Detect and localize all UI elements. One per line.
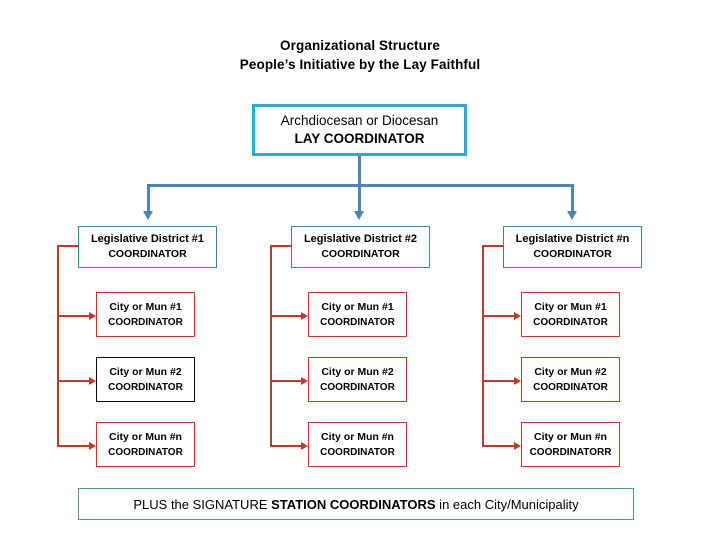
node-legislative-district-2[interactable]: Legislative District #2 COORDINATOR [291,226,430,268]
branch-line-city-1-district-1 [57,315,90,317]
branch-trunk-district-2 [270,245,272,447]
branch-trunk-district-1 [57,245,59,447]
district-n-line1: Legislative District #n [515,233,630,245]
branch-stub-district-1 [57,245,78,247]
node-legislative-district-n[interactable]: Legislative District #n COORDINATOR [503,226,642,268]
branch-stub-district-2 [270,245,291,247]
district-n-line2: COORDINATOR [533,248,612,260]
branch-trunk-district-3 [482,245,484,447]
city-1-district-2-line2: COORDINATOR [320,316,395,328]
branch-line-city-1-district-3 [482,315,515,317]
district-2-line2: COORDINATOR [321,248,400,260]
city-n-district-n-line1: City or Mun #n [534,430,607,443]
node-legislative-district-1[interactable]: Legislative District #1 COORDINATOR [78,226,217,268]
city-2-district-1-line1: City or Mun #2 [109,365,182,378]
node-lay-coordinator[interactable]: Archdiocesan or Diocesan LAY COORDINATOR [252,104,467,156]
branch-line-city-2-district-3 [482,380,515,382]
branch-line-city-3-district-3 [482,445,515,447]
city-2-district-n-line1: City or Mun #2 [534,365,607,378]
node-city-2-district-n[interactable]: City or Mun #2 COORDINATOR [521,357,620,402]
node-city-1-district-1[interactable]: City or Mun #1 COORDINATOR [96,292,195,337]
node-city-n-district-n[interactable]: City or Mun #n COORDINATORR [521,422,620,467]
connector-drop-district-2 [358,184,361,212]
branch-line-city-3-district-2 [270,445,302,447]
city-1-district-1-line1: City or Mun #1 [109,300,182,313]
city-1-district-2-line1: City or Mun #1 [321,300,394,313]
city-2-district-2-line2: COORDINATOR [320,381,395,393]
district-2-line1: Legislative District #2 [303,233,418,245]
footer-part-3: in each City/Municipality [435,496,579,512]
connector-drop-district-1 [147,184,150,212]
city-n-district-2-line2: COORDINATOR [320,446,395,458]
arrowhead-city-3-district-3 [514,441,521,450]
district-1-line2: COORDINATOR [108,248,187,260]
node-city-1-district-n[interactable]: City or Mun #1 COORDINATOR [521,292,620,337]
city-1-district-n-line1: City or Mun #1 [534,300,607,313]
arrowhead-district-2 [354,211,364,220]
arrowhead-city-3-district-1 [89,441,96,450]
city-n-district-1-line1: City or Mun #n [109,430,182,443]
city-1-district-n-line2: COORDINATOR [533,316,608,328]
branch-line-city-3-district-1 [57,445,90,447]
footer-part-2: STATION COORDINATORS [271,496,436,512]
arrowhead-city-1-district-1 [89,311,96,320]
arrowhead-city-1-district-3 [514,311,521,320]
node-lay-coordinator-line1: Archdiocesan or Diocesan [280,113,439,128]
city-n-district-n-line2: COORDINATORR [529,446,612,458]
arrowhead-district-1 [143,211,153,220]
connector-root-vertical [358,156,361,186]
branch-line-city-1-district-2 [270,315,302,317]
node-city-1-district-2[interactable]: City or Mun #1 COORDINATOR [308,292,407,337]
arrowhead-city-2-district-1 [89,376,96,385]
branch-stub-district-3 [482,245,503,247]
arrowhead-city-2-district-2 [301,376,308,385]
connector-drop-district-n [571,184,574,212]
node-lay-coordinator-line2: LAY COORDINATOR [294,131,425,146]
node-city-2-district-2[interactable]: City or Mun #2 COORDINATOR [308,357,407,402]
title-line-1: Organizational Structure [280,38,440,53]
city-n-district-1-line2: COORDINATOR [108,446,183,458]
branch-line-city-2-district-1 [57,380,90,382]
district-1-line1: Legislative District #1 [90,233,205,245]
node-city-n-district-1[interactable]: City or Mun #n COORDINATOR [96,422,195,467]
city-n-district-2-line1: City or Mun #n [321,430,394,443]
footer-banner: PLUS the SIGNATURE STATION COORDINATORS … [78,488,634,520]
city-2-district-n-line2: COORDINATOR [533,381,608,393]
city-1-district-1-line2: COORDINATOR [108,316,183,328]
node-city-2-district-1[interactable]: City or Mun #2 COORDINATOR [96,357,195,402]
footer-part-1: PLUS the SIGNATURE [133,496,272,512]
arrowhead-city-1-district-2 [301,311,308,320]
branch-line-city-2-district-2 [270,380,302,382]
city-2-district-1-line2: COORDINATOR [108,381,183,393]
title-line-2: People’s Initiative by the Lay Faithful [239,57,481,72]
arrowhead-city-2-district-3 [514,376,521,385]
arrowhead-district-n [567,211,577,220]
city-2-district-2-line1: City or Mun #2 [321,365,394,378]
chart-title: Organizational Structure People’s Initia… [0,36,720,74]
node-city-n-district-2[interactable]: City or Mun #n COORDINATOR [308,422,407,467]
arrowhead-city-3-district-2 [301,441,308,450]
